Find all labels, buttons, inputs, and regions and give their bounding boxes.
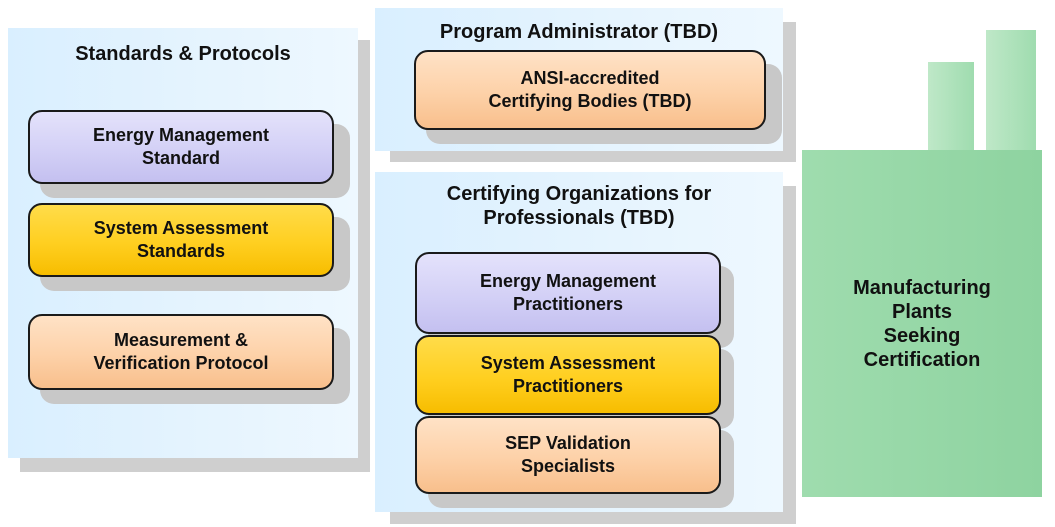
measurement-verification-protocol-box: Measurement & Verification Protocol: [28, 314, 334, 390]
box-label-line1: System Assessment: [480, 353, 656, 373]
box-label-line1: System Assessment: [93, 218, 269, 238]
box-label-line2: Standard: [141, 148, 220, 168]
box-label-line2: Practitioners: [512, 376, 624, 396]
box-label-line2: Specialists: [520, 456, 616, 476]
factory-label-line1: Manufacturing: [853, 276, 991, 299]
factory-label-line3: Seeking: [883, 324, 961, 347]
box-label-line1: ANSI-accredited: [520, 68, 660, 88]
standards-panel-title: Standards & Protocols: [75, 43, 291, 65]
factory-chimney-left: [928, 62, 974, 152]
box-label-line2: Practitioners: [512, 294, 624, 314]
factory-chimney-right: [986, 30, 1036, 152]
admin-panel-title: Program Administrator (TBD): [439, 21, 719, 43]
factory-label-line4: Certification: [863, 348, 981, 371]
box-label-line2: Verification Protocol: [93, 353, 269, 373]
box-label-line1: Energy Management: [92, 125, 270, 145]
professionals-title-line2: Professionals (TBD): [483, 207, 675, 229]
box-label-line2: Certifying Bodies (TBD): [488, 91, 692, 111]
box-label-line2: Standards: [136, 241, 226, 261]
professionals-panel-title: Certifying Organizations for Professiona…: [375, 182, 783, 230]
manufacturing-plants-factory: Manufacturing Plants Seeking Certificati…: [802, 150, 1042, 497]
professionals-title-line1: Certifying Organizations for: [446, 183, 712, 205]
box-label-line1: SEP Validation: [505, 433, 631, 453]
factory-label-line2: Plants: [891, 300, 953, 323]
box-label-line1: Energy Management: [479, 271, 657, 291]
box-label-line1: Measurement &: [113, 330, 249, 350]
